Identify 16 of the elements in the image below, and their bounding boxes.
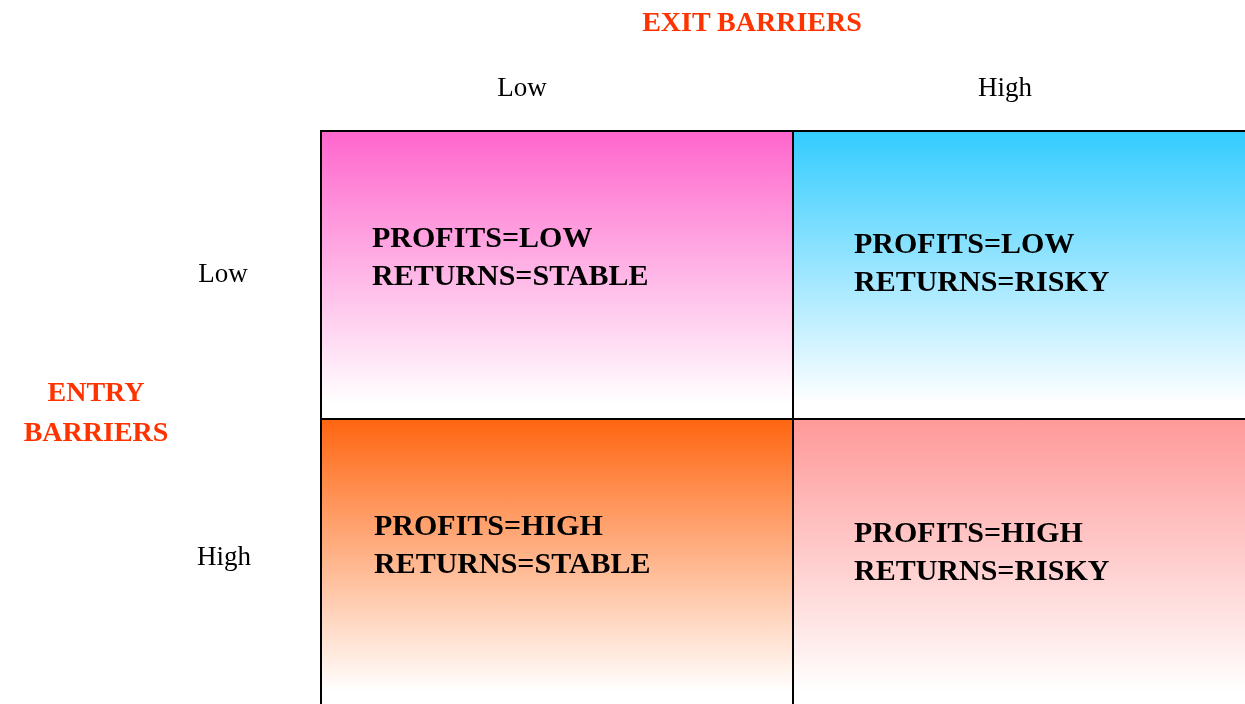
matrix-cell bbox=[320, 130, 794, 420]
cell-text: RETURNS=STABLE bbox=[372, 257, 649, 293]
axis-title: EXIT BARRIERS bbox=[641, 5, 863, 39]
axis-title: ENTRY BARRIERS bbox=[22, 375, 170, 449]
cell-text: RETURNS=RISKY bbox=[854, 552, 1110, 588]
cell-text: PROFITS=LOW bbox=[854, 225, 1075, 261]
matrix-cell bbox=[320, 418, 794, 704]
axis-level-label: Low bbox=[198, 257, 248, 289]
cell-text: PROFITS=HIGH bbox=[854, 514, 1083, 550]
cell-text: RETURNS=STABLE bbox=[374, 545, 651, 581]
cell-text: PROFITS=HIGH bbox=[374, 507, 603, 543]
axis-level-label: High bbox=[978, 71, 1032, 103]
axis-level-label: High bbox=[197, 540, 251, 572]
cell-text: RETURNS=RISKY bbox=[854, 263, 1110, 299]
axis-level-label: Low bbox=[497, 71, 547, 103]
cell-text: PROFITS=LOW bbox=[372, 219, 593, 255]
